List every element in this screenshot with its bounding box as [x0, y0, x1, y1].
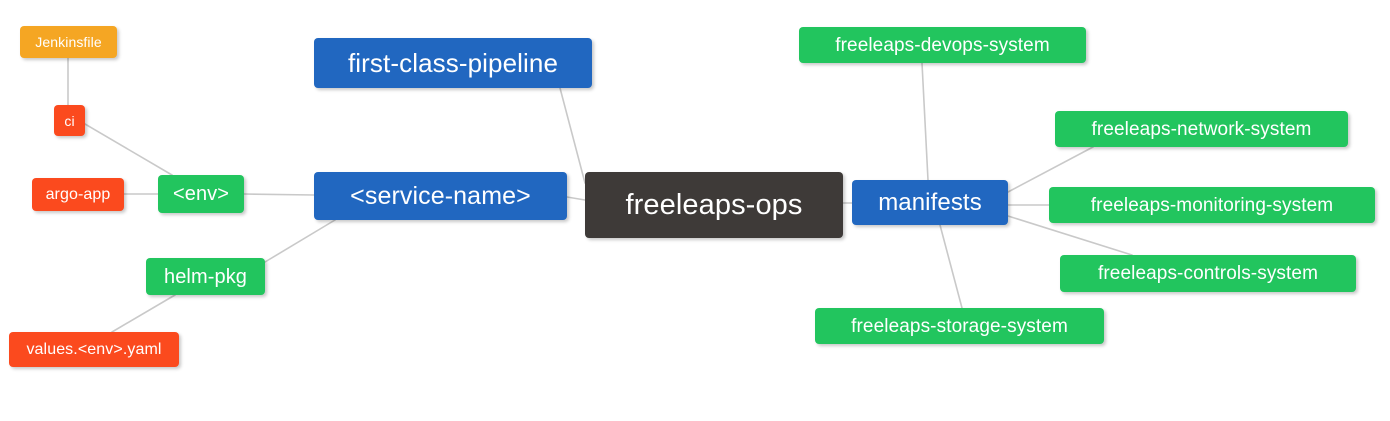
node-label: freeleaps-controls-system [1097, 263, 1319, 284]
node-label: manifests [878, 188, 982, 216]
node-freeleaps-monitoring-system[interactable]: freeleaps-monitoring-system [1049, 187, 1375, 223]
node-label: argo-app [45, 185, 111, 203]
node-service-name[interactable]: <service-name> [314, 172, 567, 220]
node-label: freeleaps-ops [625, 188, 803, 221]
node-label: values.<env>.yaml [26, 340, 162, 358]
node-label: freeleaps-devops-system [835, 34, 1050, 56]
node-helm-pkg[interactable]: helm-pkg [146, 258, 265, 295]
node-label: freeleaps-storage-system [851, 315, 1068, 337]
node-argo-app[interactable]: argo-app [32, 178, 124, 211]
node-label: ci [64, 112, 75, 129]
node-ci[interactable]: ci [54, 105, 85, 136]
edge-helm-pkg-to-values-env-yaml [111, 294, 176, 333]
node-env[interactable]: <env> [158, 175, 244, 213]
node-values-env-yaml[interactable]: values.<env>.yaml [9, 332, 179, 367]
edge-freeleaps-ops-to-first-class-pipeline [559, 87, 586, 184]
node-first-class-pipeline[interactable]: first-class-pipeline [314, 38, 592, 88]
node-label: <service-name> [350, 181, 531, 210]
node-freeleaps-controls-system[interactable]: freeleaps-controls-system [1060, 255, 1356, 292]
edge-manifests-to-freeleaps-devops-system [921, 62, 929, 181]
edge-service-name-to-env [243, 193, 315, 196]
node-label: first-class-pipeline [347, 48, 559, 78]
node-label: <env> [172, 183, 230, 205]
node-label: helm-pkg [163, 265, 248, 288]
node-label: Jenkinsfile [35, 34, 102, 50]
node-freeleaps-network-system[interactable]: freeleaps-network-system [1055, 111, 1348, 147]
node-freeleaps-devops-system[interactable]: freeleaps-devops-system [799, 27, 1086, 63]
edge-manifests-to-freeleaps-network-system [1007, 146, 1094, 193]
edge-manifests-to-freeleaps-storage-system [939, 224, 963, 309]
node-manifests[interactable]: manifests [852, 180, 1008, 225]
node-jenkinsfile[interactable]: Jenkinsfile [20, 26, 117, 58]
node-freeleaps-ops[interactable]: freeleaps-ops [585, 172, 843, 238]
edge-service-name-to-helm-pkg [264, 219, 336, 263]
node-freeleaps-storage-system[interactable]: freeleaps-storage-system [815, 308, 1104, 344]
edge-env-to-ci [84, 123, 173, 176]
edge-freeleaps-ops-to-service-name [566, 196, 586, 201]
node-label: freeleaps-network-system [1091, 118, 1312, 140]
node-label: freeleaps-monitoring-system [1090, 194, 1334, 216]
